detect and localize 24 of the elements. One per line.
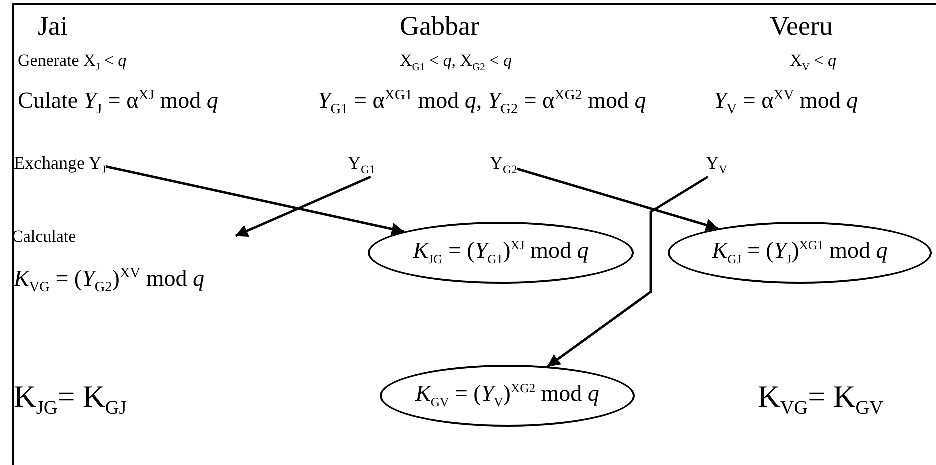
- exchange-value: Exchange Y$_{J}$: [14, 154, 106, 178]
- formula-ellipse: K$_{GJ}$ = (Y$_{J}$)$^{XG1}$ mod q: [668, 222, 932, 284]
- formula-text: Generate X$_{J}$ < q: [18, 52, 127, 74]
- party-name: Veeru: [770, 12, 833, 42]
- formula-text: Calculate: [12, 228, 76, 247]
- formula-ellipse: K$_{GV}$ = (Y$_{V}$)$^{XG2}$ mod q: [380, 365, 635, 427]
- arrow: [106, 165, 405, 236]
- formula-text: K$_{VG}$ = (Y$_{G2}$)$^{XV}$ mod q: [14, 266, 204, 296]
- exchange-value: Y$_{G1}$: [348, 154, 376, 178]
- formula-text: X$_{G1}$ < q, X$_{G2}$ < q: [400, 52, 512, 74]
- party-name: Jai: [38, 12, 68, 42]
- formula-text: X$_{V}$ < q: [790, 52, 836, 74]
- formula-text: Y$_{V}$ = α$^{XV}$ mod q: [714, 88, 858, 118]
- arrow: [547, 176, 709, 368]
- exchange-value: Y$_{V}$: [706, 154, 728, 178]
- exchange-value: Y$_{G2}$: [490, 154, 518, 178]
- party-name: Gabbar: [400, 12, 480, 42]
- formula-text: K$_{JG}$= K$_{GJ}$: [14, 380, 127, 420]
- formula-text: Culate Y$_{J}$ = α$^{XJ}$ mod q: [18, 88, 218, 118]
- formula-text: K$_{VG}$= K$_{GV}$: [758, 380, 884, 420]
- arrow: [516, 168, 719, 232]
- formula-text: Y$_{G1}$ = α$^{XG1}$ mod q, Y$_{G2}$ = α$^{XG2}$ mod q: [318, 88, 646, 118]
- arrow: [235, 176, 372, 238]
- formula-ellipse: K$_{JG}$ = (Y$_{G1}$)$^{XJ}$ mod q: [368, 222, 634, 284]
